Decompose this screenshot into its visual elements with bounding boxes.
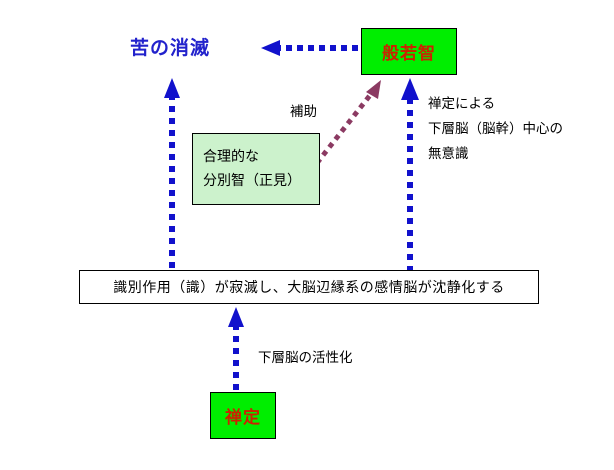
assist-label: 補助 — [290, 104, 317, 120]
lower-brain-activation-label: 下層脳の活性化 — [258, 350, 353, 366]
cessation-of-suffering-label: 苦の消滅 — [130, 37, 211, 59]
arrow-prajna-to-cessation — [261, 40, 358, 56]
node-consciousness-cessation-label: 識別作用（識）が寂滅し、大脳辺縁系の感情脳が沈静化する — [113, 280, 505, 296]
arrow-bar-to-cessation — [164, 78, 180, 268]
arrow-rational-to-prajna — [315, 80, 381, 165]
arrow-zen-to-bar — [228, 307, 244, 390]
node-prajna-wisdom[interactable]: 般若智 — [361, 28, 457, 75]
node-consciousness-cessation-bar[interactable]: 識別作用（識）が寂滅し、大脳辺縁系の感情脳が沈静化する — [79, 270, 539, 304]
node-prajna-wisdom-label: 般若智 — [382, 44, 436, 64]
node-rational-discriminating-wisdom[interactable]: 合理的な 分別智（正見） — [192, 133, 320, 205]
node-zen-meditation[interactable]: 禅定 — [210, 392, 276, 439]
node-zen-meditation-label: 禅定 — [225, 408, 261, 428]
node-rational-line1: 合理的な — [203, 148, 259, 165]
right-note-line2: 下層脳（脳幹）中心の — [428, 121, 563, 137]
right-note-line1: 禅定による — [428, 96, 496, 112]
node-rational-line2: 分別智（正見） — [203, 173, 301, 189]
arrow-bar-to-prajna — [401, 78, 419, 272]
right-note-line3: 無意識 — [428, 146, 469, 162]
